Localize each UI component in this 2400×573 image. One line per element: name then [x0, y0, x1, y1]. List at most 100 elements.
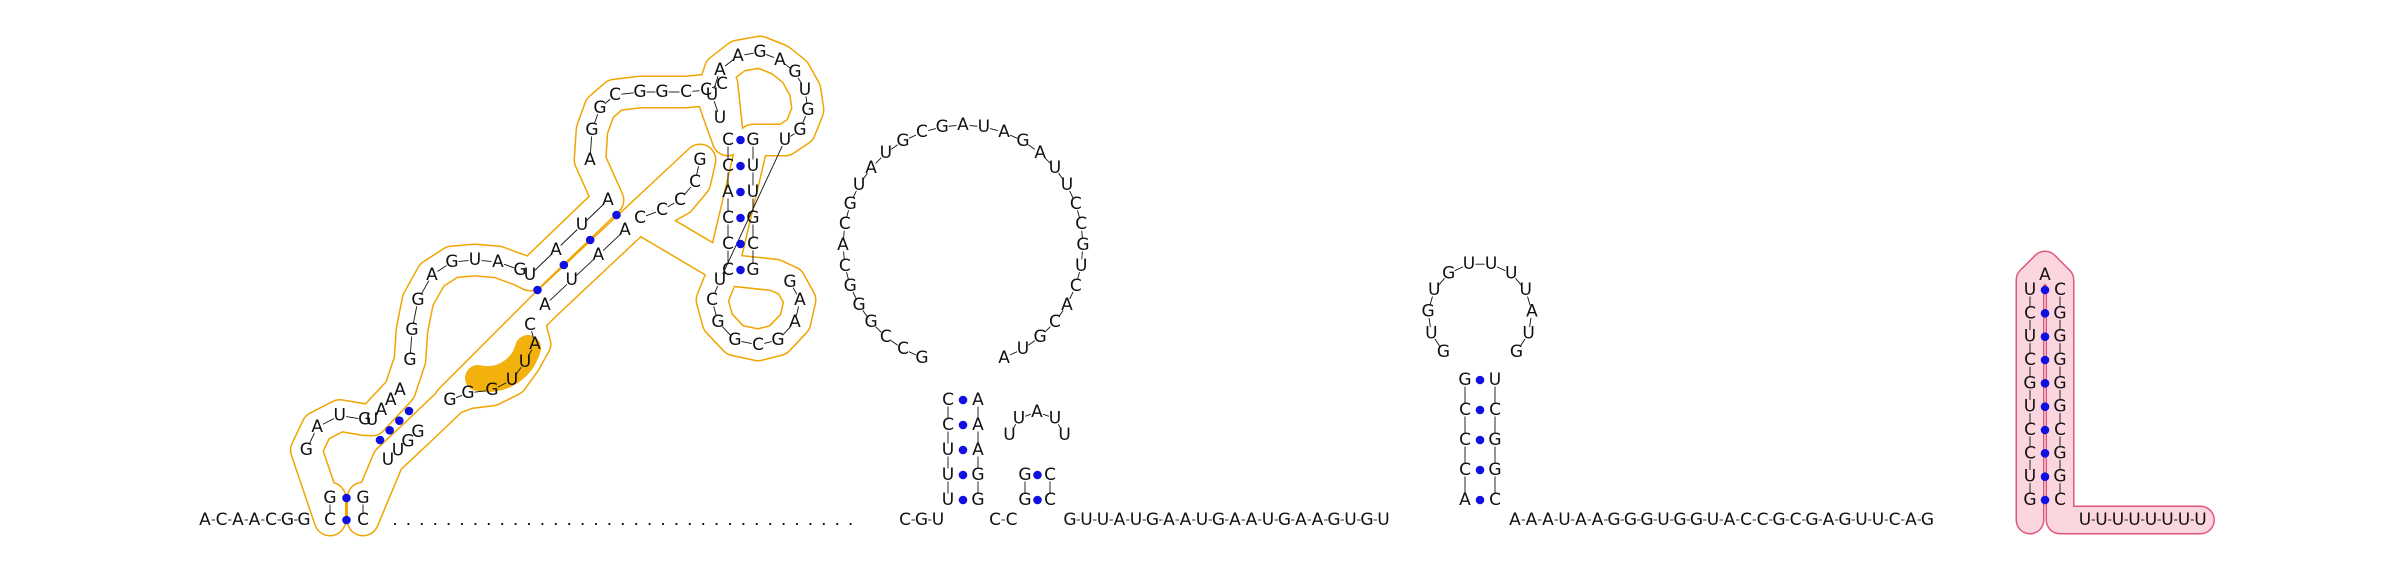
backbone-segment [713, 100, 719, 113]
backbone-layer [211, 52, 2194, 521]
nucleotide-d4-stem-3-3: G [2053, 327, 2066, 347]
nucleotide-d2-junction-5-3: U [932, 510, 944, 530]
nucleotide-d1-stem-c-3-4: A [619, 220, 631, 240]
backbone-segment [852, 291, 857, 300]
nucleotide-d3-stem-3-3: G [1488, 430, 1501, 450]
backbone-segment [713, 76, 719, 89]
nucleotide-spacer-2-20: U [1377, 510, 1389, 530]
nucleotide-d3-loop-6: U [1463, 254, 1475, 274]
unresolved-position [527, 522, 531, 526]
nucleotide-d1-apical-loop-6: A [774, 50, 786, 70]
nucleotide-d2-loop-32: U [1017, 339, 1029, 359]
base-pair-d2-5 [958, 495, 968, 505]
nucleotide-spacer-3-19: G [1805, 510, 1818, 530]
nucleotide-d3-loop-7: U [1485, 254, 1497, 274]
nucleotide-spacer-2-19: G [1360, 510, 1373, 530]
nucleotide-d1-interior-right-2: G [461, 383, 474, 403]
backbone-segment [713, 285, 719, 295]
nucleotide-d1-interior-left-5: G [445, 252, 458, 272]
nucleotide-d4-stem-3-8: G [2053, 443, 2066, 463]
backbone-segment [621, 92, 634, 95]
base-pair-d4-8 [2040, 332, 2050, 341]
nucleotide-small-hairpin-stem-3-1: C [1044, 465, 1056, 485]
nucleotide-d1-stem-c-5-2: A [550, 240, 562, 260]
nucleotide-d1-stem-d-3-4: G [746, 208, 759, 228]
backbone-segment [764, 341, 772, 344]
base-pair-d1-outer-1 [342, 515, 351, 525]
backbone-segment [862, 310, 868, 318]
nucleotide-d1-interior-top-left-9: C [716, 74, 728, 94]
nucleotide-d2-loop-9: C [839, 214, 851, 234]
nucleotide-d3-loop-10: A [1526, 302, 1538, 322]
nucleotide-d4-stem-3-7: C [2054, 420, 2066, 440]
unresolved-position [460, 522, 464, 526]
nucleotide-d1-stem-d-5-5: C [722, 234, 734, 254]
backbone-segment [586, 204, 604, 221]
backbone-segment [1081, 251, 1083, 260]
backbone-segment [645, 211, 657, 217]
nucleotide-d2-loop-27: U [1075, 256, 1087, 276]
nucleotide-d3-loop-5: G [1442, 263, 1455, 283]
backbone-segment [782, 326, 791, 336]
nucleotide-small-hairpin-stem-5-1: G [1018, 465, 1031, 485]
nucleotide-d4-stem-5-8: U [2024, 327, 2036, 347]
nucleotide-d2-stem-3-2: G [971, 465, 984, 485]
nucleotide-spacer-3-13: U [1707, 510, 1719, 530]
nucleotide-linker-3-4: U [2128, 510, 2140, 530]
unresolved-position [514, 522, 517, 526]
unresolved-position [594, 522, 598, 526]
nucleotide-d1-stem-c-3-3: A [593, 245, 605, 265]
nucleotide-d3-stem-3-5: U [1489, 370, 1501, 390]
backbone-segment [1044, 157, 1051, 164]
base-pair-d4-2 [2040, 472, 2050, 481]
nucleotide-d1-apical-loop-9: G [801, 100, 814, 120]
backbone-segment [534, 254, 552, 271]
backbone-segment [846, 210, 849, 219]
nucleotide-d2-loop-11: U [853, 175, 865, 195]
nucleotide-d2-loop-14: G [896, 131, 909, 151]
nucleotide-d2-loop-24: C [1070, 194, 1082, 214]
nucleotide-d1-stem-d-3-1: G [746, 130, 759, 150]
nucleotide-linker-3-6: U [2161, 510, 2173, 530]
nucleotide-spacer-3-7: G [1607, 510, 1620, 530]
nucleotide-d2-loop-19: A [998, 122, 1010, 142]
nucleotide-spacer-3-11: G [1673, 510, 1686, 530]
base-pair-small-hairpin-2 [1033, 495, 1042, 505]
nucleotide-d2-loop-6: G [844, 276, 857, 296]
nucleotide-d1-stem-d-3-2: U [747, 156, 759, 176]
base-pair-d3-2 [1475, 405, 1485, 415]
nucleotide-d4-stem-3-2: G [2053, 303, 2066, 323]
backbone-segment [667, 202, 675, 208]
nucleotide-d2-loop-26: G [1076, 235, 1089, 255]
backbone-segment [1058, 310, 1064, 318]
backbone-segment [458, 260, 469, 262]
nucleotide-d1-stem-b-5-3: A [385, 390, 397, 410]
nucleotide-spacer-3-14: A [1724, 510, 1736, 530]
base-pair-small-hairpin-1 [1033, 470, 1042, 480]
base-pair-d2-2 [958, 420, 968, 430]
nucleotide-d1-stem-d-5-3: A [722, 182, 734, 202]
base-pair-d1-d-2 [736, 161, 745, 171]
backbone-segment [1012, 423, 1017, 430]
backbone-segment [1429, 296, 1433, 306]
nucleotide-d2-stem-5-5: U [942, 490, 954, 510]
backbone-segment [531, 331, 534, 338]
nucleotide-spacer-2-15: A [1295, 510, 1307, 530]
nucleotide-d4-stem-3-1: C [2054, 280, 2066, 300]
nucleotide-d2-loop-4: G [864, 312, 877, 332]
backbone-segment [852, 190, 857, 199]
unresolved-position [688, 522, 691, 526]
nucleotide-d1-interior-top-right-1: C [634, 208, 646, 228]
nucleotide-d2-loop-22: U [1049, 158, 1061, 178]
backbone-segment [1009, 351, 1018, 356]
nucleotide-d2-loop-18: U [978, 117, 990, 137]
nucleotide-d2-loop-13: U [880, 143, 892, 163]
nucleotide-d2-stem-5-1: C [942, 390, 954, 410]
backbone-segment [989, 128, 998, 131]
unresolved-position [407, 522, 410, 526]
backbone-segment [713, 306, 717, 316]
backbone-segment [1496, 266, 1506, 272]
nucleotide-d2-loop-25: C [1075, 214, 1087, 234]
unresolved-position [434, 522, 437, 526]
nucleotide-d2-stem-5-4: U [942, 465, 954, 485]
